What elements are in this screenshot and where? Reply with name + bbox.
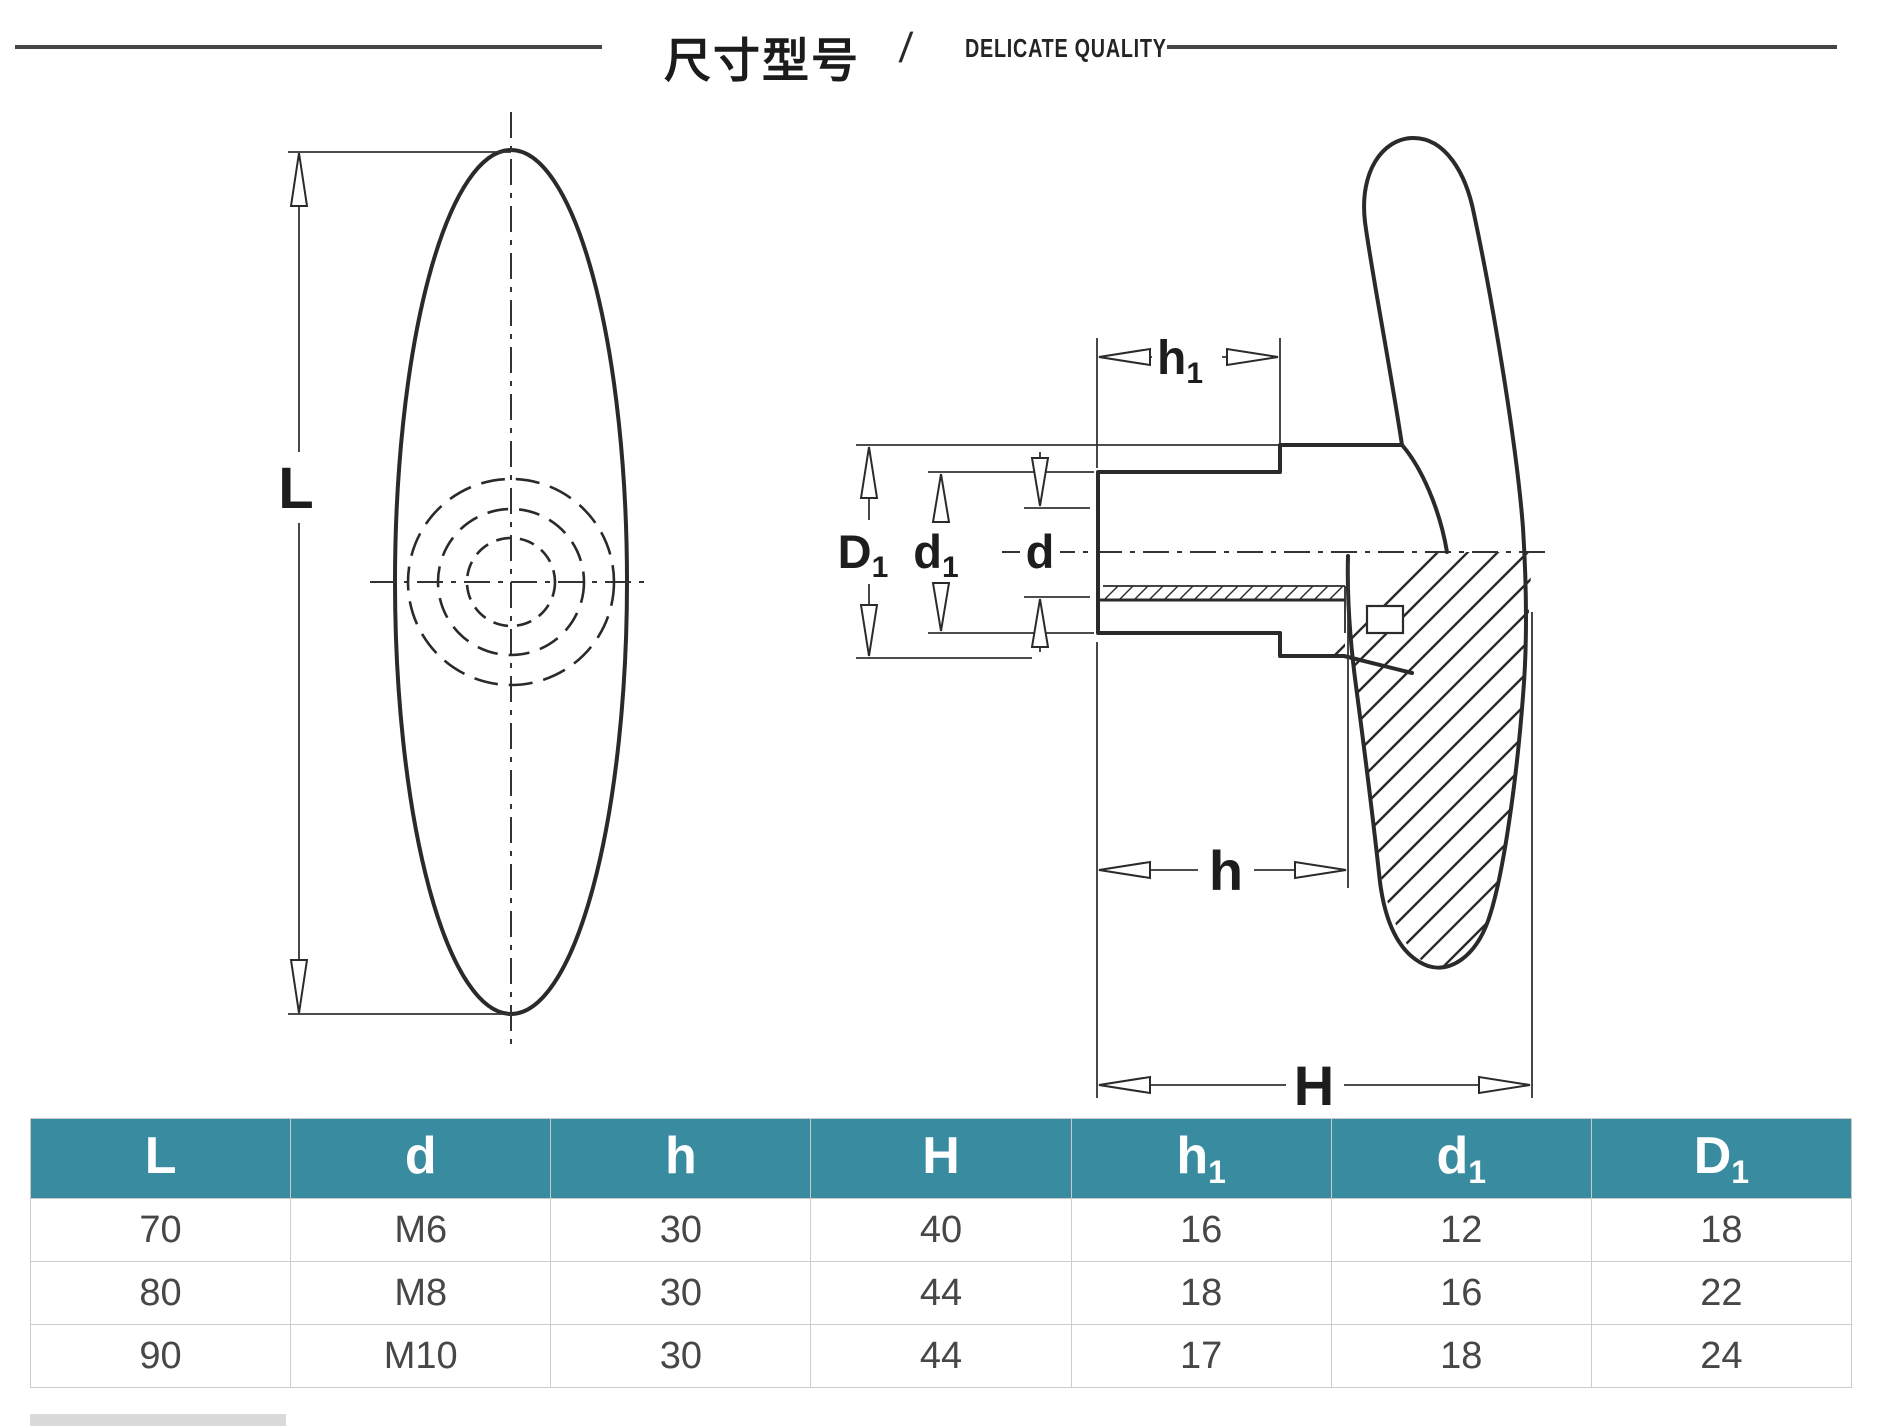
dimension-arrowhead	[1098, 860, 1151, 880]
header-base: h	[664, 1127, 697, 1185]
dimension-arrowhead	[1030, 598, 1050, 648]
column-header-d1: d1	[1330, 1118, 1592, 1199]
section-hatch	[1098, 552, 1532, 969]
keyway-notch	[1365, 604, 1405, 635]
hidden-hole-circle-outer	[406, 477, 616, 687]
page-title: 尺寸型号	[664, 34, 860, 87]
handle-outline	[1345, 135, 1528, 970]
table-cell: 18	[1590, 1198, 1853, 1262]
dimension-arrowhead	[289, 959, 309, 1014]
table-cell: 80	[29, 1261, 292, 1325]
dim-label-H: H	[1294, 1054, 1334, 1117]
table-cell: 90	[29, 1324, 292, 1388]
table-cell: 18	[1070, 1261, 1332, 1325]
table-cell: 30	[550, 1198, 812, 1262]
page-subtitle: DELICATE QUALITY	[965, 33, 1167, 63]
table-cell: 70	[29, 1198, 292, 1262]
dim-label-h: h	[1209, 839, 1243, 902]
table-cell: 18	[1330, 1324, 1592, 1388]
column-header-L: L	[29, 1118, 292, 1199]
header-base: d	[404, 1127, 437, 1185]
hidden-hole-circle-mid	[436, 507, 586, 657]
dimension-arrows	[289, 152, 1531, 1095]
dim-label-d1: d1	[913, 525, 958, 584]
dimension-arrowhead	[859, 604, 879, 657]
dimension-arrowhead	[931, 473, 951, 523]
header-subscript: 1	[1731, 1154, 1750, 1190]
side-view-drawing: h1 D1 d1 d h H	[838, 135, 1548, 1117]
dimension-arrowhead	[1098, 347, 1151, 367]
table-cell: 24	[1590, 1324, 1853, 1388]
thread-hatch	[1103, 586, 1345, 600]
column-header-D1: D1	[1590, 1118, 1853, 1199]
dimension-arrowhead	[1478, 1075, 1531, 1095]
table-cell: 17	[1070, 1324, 1332, 1388]
header-base: d	[1436, 1127, 1469, 1185]
title-rule-left	[15, 45, 602, 49]
dim-label-L: L	[278, 456, 313, 521]
dimension-arrowhead	[1098, 1075, 1151, 1095]
table-cell: 44	[810, 1261, 1072, 1325]
dim-label-h1: h1	[1157, 332, 1203, 390]
column-header-h1: h1	[1070, 1118, 1332, 1199]
dimension-arrowhead	[1294, 860, 1347, 880]
hub-outline	[1096, 443, 1414, 675]
title-rule-right	[1167, 45, 1837, 49]
table-cell: 44	[810, 1324, 1072, 1388]
table-cutoff-row-hint	[30, 1414, 286, 1426]
header-base: h	[1176, 1127, 1209, 1185]
header-base: H	[922, 1127, 960, 1185]
header-subscript: 1	[1468, 1154, 1487, 1190]
dimension-arrowhead	[931, 582, 951, 632]
column-header-h: h	[550, 1118, 812, 1199]
dimension-arrowhead	[859, 446, 879, 499]
hidden-hole-circle-inner	[465, 536, 557, 628]
table-cell: M6	[290, 1198, 552, 1262]
front-view-drawing: L	[278, 112, 652, 1052]
page-subtitle-wrap: DELICATE QUALITY	[965, 33, 1285, 64]
table-cell: 30	[550, 1324, 812, 1388]
table-cell: 16	[1330, 1261, 1592, 1325]
dimension-arrowhead	[1226, 347, 1279, 367]
dimension-arrowhead	[289, 152, 309, 207]
label-mask	[1020, 522, 1060, 580]
table-cell: 30	[550, 1261, 812, 1325]
header-subscript: 1	[1208, 1154, 1226, 1190]
table-cell: 22	[1590, 1261, 1853, 1325]
handle-fillet	[1400, 443, 1449, 554]
table-cell: 40	[810, 1198, 1072, 1262]
table-cell: 12	[1330, 1198, 1592, 1262]
dim-label-D1: D1	[838, 525, 889, 584]
table-cell: 16	[1070, 1198, 1332, 1262]
header-base: D	[1693, 1127, 1732, 1185]
technical-drawing: L h1 D1 d1 d h H	[278, 112, 1548, 1117]
table-cell: M8	[290, 1261, 552, 1325]
dim-label-d: d	[1026, 525, 1055, 578]
column-header-d: d	[290, 1118, 552, 1199]
header-base: L	[144, 1127, 177, 1185]
column-header-H: H	[810, 1118, 1072, 1199]
table-cell: M10	[290, 1324, 552, 1388]
dimension-arrowhead	[1030, 457, 1050, 507]
